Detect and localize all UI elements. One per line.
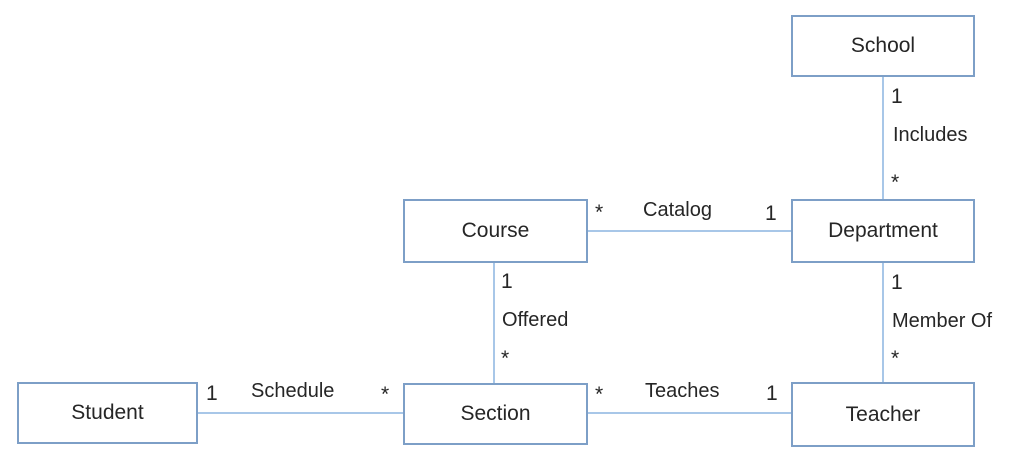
relationship-label-catalog: Catalog (643, 199, 712, 221)
relationship-label-member-of: Member Of (892, 310, 993, 332)
entity-student: Student (17, 382, 198, 444)
cardinality-catalog-one: 1 (765, 202, 777, 225)
relationship-label-schedule: Schedule (251, 380, 335, 402)
entity-teacher-label: Teacher (845, 402, 921, 426)
relationship-label-teaches: Teaches (645, 380, 720, 402)
relationship-label-includes: Includes (893, 124, 968, 146)
cardinality-includes-many: * (891, 171, 900, 194)
entity-school-label: School (850, 34, 916, 57)
cardinality-schedule-one: 1 (206, 382, 218, 405)
cardinality-offered-one: 1 (501, 270, 513, 293)
connector-student-section (198, 412, 403, 414)
entity-section: Section (403, 383, 588, 445)
entity-school: School (791, 15, 975, 77)
connector-course-section (493, 263, 495, 383)
connector-school-department (882, 77, 884, 199)
entity-teacher: Teacher (791, 382, 975, 447)
entity-department: Department (791, 199, 975, 263)
cardinality-member-of-many: * (891, 347, 900, 370)
cardinality-offered-many: * (501, 347, 510, 370)
entity-course-label: Course (461, 219, 530, 242)
cardinality-includes-one: 1 (891, 85, 903, 108)
entity-section-label: Section (460, 402, 531, 425)
connector-section-teacher (588, 412, 791, 414)
cardinality-catalog-many: * (595, 201, 604, 224)
relationship-label-offered: Offered (502, 309, 569, 331)
cardinality-teaches-many: * (595, 383, 604, 406)
entity-department-label: Department (828, 219, 938, 242)
entity-course: Course (403, 199, 588, 263)
cardinality-schedule-many: * (381, 383, 390, 406)
connector-department-teacher (882, 263, 884, 382)
cardinality-member-of-one: 1 (891, 271, 903, 294)
cardinality-teaches-one: 1 (766, 382, 778, 405)
connector-course-department (588, 230, 791, 232)
entity-student-label: Student (71, 401, 144, 424)
